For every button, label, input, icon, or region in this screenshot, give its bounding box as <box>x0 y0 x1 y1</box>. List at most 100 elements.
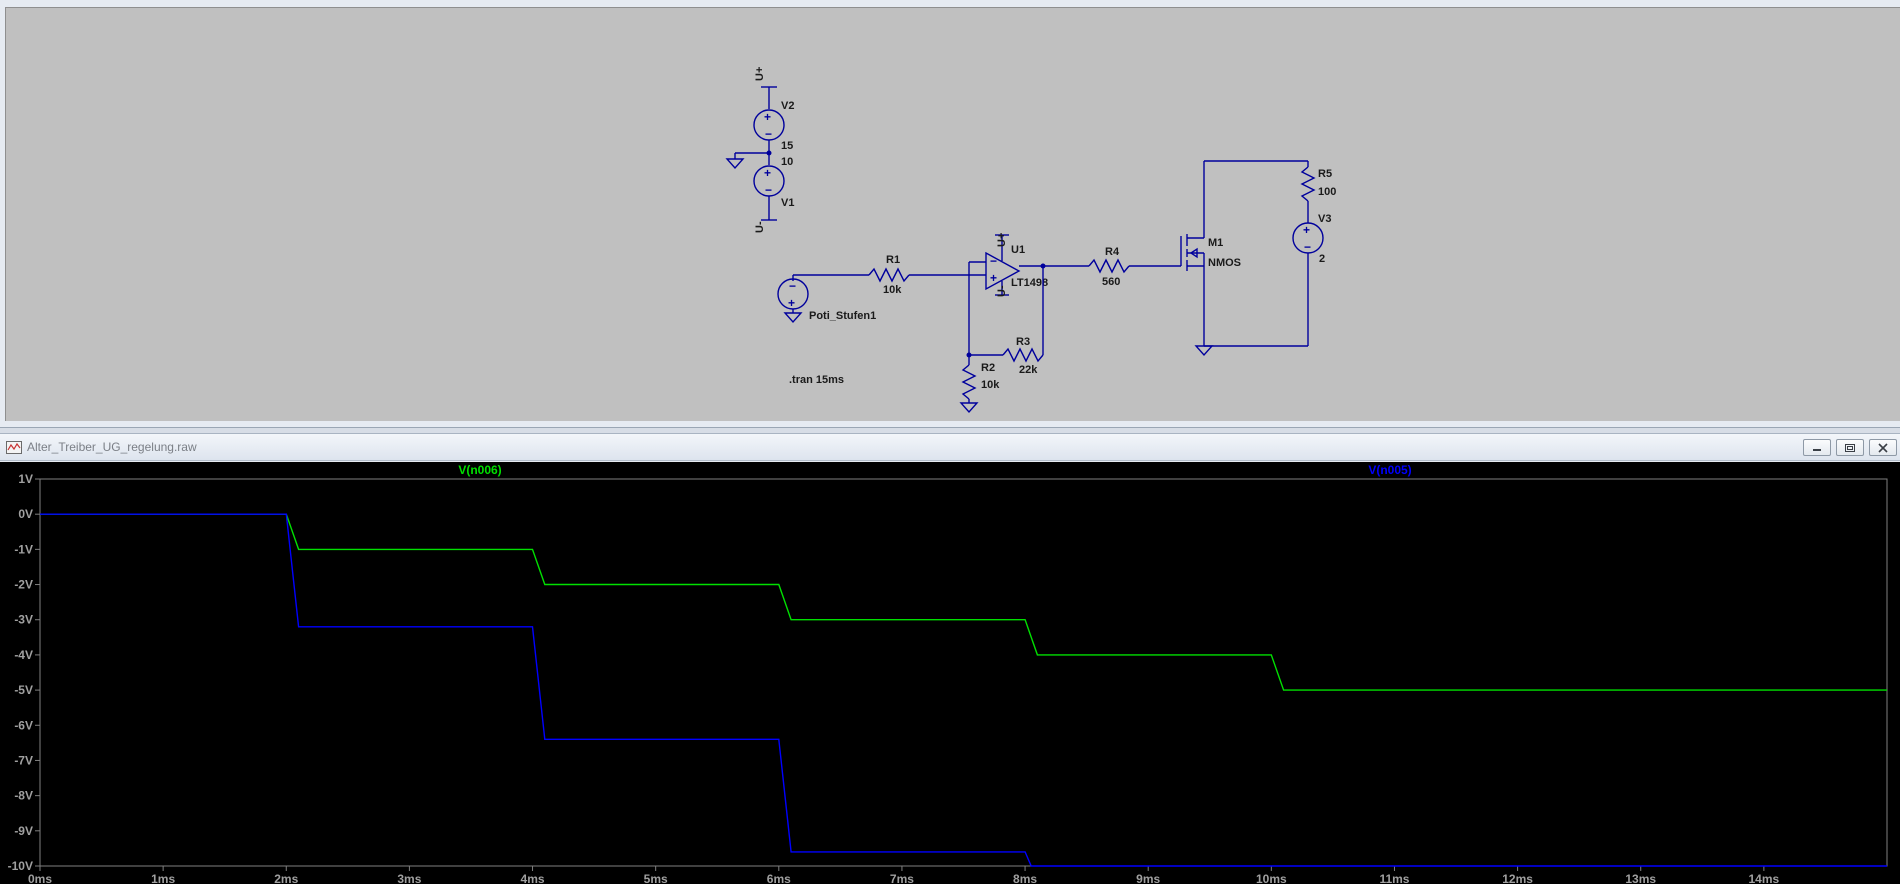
x-tick-label-11: 11ms <box>1379 872 1409 884</box>
r3-value: 22k <box>1019 364 1038 376</box>
series-line-vn006[interactable] <box>40 513 1887 691</box>
svg-text:+: + <box>1303 223 1310 237</box>
r1-value: 10k <box>883 284 902 296</box>
x-tick-label-1: 1ms <box>151 872 175 884</box>
waveform-titlebar[interactable]: Alter_Treiber_UG_regelung.raw <box>0 434 1900 461</box>
y-tick-label-9: -8V <box>14 789 33 803</box>
r1-name: R1 <box>886 254 900 266</box>
x-tick-label-4: 4ms <box>521 872 545 884</box>
y-tick-label-3: -2V <box>14 578 33 592</box>
r5-resistor[interactable] <box>1300 161 1316 223</box>
x-tick-label-6: 6ms <box>767 872 791 884</box>
x-tick-label-8: 8ms <box>1013 872 1037 884</box>
v1-value: 10 <box>781 156 793 168</box>
close-button[interactable] <box>1869 439 1897 456</box>
r2-resistor[interactable] <box>959 355 979 414</box>
y-tick-label-5: -4V <box>14 648 33 662</box>
plot-frame <box>39 478 1888 867</box>
y-tick-label-8: -7V <box>14 753 33 767</box>
svg-text:−: − <box>765 127 772 141</box>
r4-value: 560 <box>1102 276 1120 288</box>
u1-top-net-label: U+ <box>996 233 1008 247</box>
x-tick-label-13: 13ms <box>1625 872 1656 884</box>
r5-name: R5 <box>1318 168 1332 180</box>
svg-text:−: − <box>1304 240 1311 254</box>
ground-symbol-mosfet <box>1194 345 1214 357</box>
series-group <box>40 513 1887 867</box>
v1-bottom-net-label: U- <box>754 221 766 233</box>
u1-bottom-net-label: U- <box>996 285 1008 297</box>
svg-text:+: + <box>990 271 997 285</box>
r5-value: 100 <box>1318 186 1336 198</box>
schematic-canvas[interactable]: + − U+ V2 15 + − <box>5 7 1900 421</box>
v2-value: 15 <box>781 140 793 152</box>
y-tick-label-1: 0V <box>18 507 33 521</box>
restore-icon <box>1845 443 1855 452</box>
restore-button[interactable] <box>1836 439 1864 456</box>
x-tick-label-0: 0ms <box>28 872 52 884</box>
svg-text:+: + <box>788 296 795 310</box>
v2-top-net-label: U+ <box>754 67 766 81</box>
schematic-titlebar <box>0 0 1900 6</box>
y-tick-label-4: -3V <box>14 613 33 627</box>
y-tick-label-0: 1V <box>18 472 33 486</box>
waveform-window-title: Alter_Treiber_UG_regelung.raw <box>27 440 197 454</box>
v3-name: V3 <box>1318 213 1331 225</box>
trace-label-vn005[interactable]: V(n005) <box>1368 463 1411 477</box>
v3-value: 2 <box>1319 253 1325 265</box>
x-axis: 0ms 1ms 2ms 3ms 4ms 5ms 6ms 7ms 8ms 9ms 10ms 11ms 12… <box>28 866 1780 884</box>
tran-directive[interactable]: .tran 15ms <box>789 374 844 386</box>
r3-name: R3 <box>1016 336 1030 348</box>
svg-text:−: − <box>765 183 772 197</box>
u1-name: U1 <box>1011 244 1025 256</box>
waveform-window: Alter_Treiber_UG_regelung.raw 1V 0V -1V -2V… <box>0 433 1900 884</box>
y-tick-label-2: -1V <box>14 542 33 556</box>
x-tick-label-10: 10ms <box>1256 872 1287 884</box>
schematic-drawing: + − U+ V2 15 + − <box>725 67 1336 414</box>
y-tick-label-11: -10V <box>8 859 33 873</box>
x-tick-label-5: 5ms <box>644 872 668 884</box>
v2-source[interactable]: + − <box>753 86 785 153</box>
close-icon <box>1878 442 1888 453</box>
r2-value: 10k <box>981 379 1000 391</box>
waveform-app-icon <box>6 441 22 454</box>
v3-source[interactable]: + − <box>1292 222 1324 346</box>
svg-text:+: + <box>764 166 771 180</box>
poti-source[interactable]: − + <box>777 275 809 324</box>
x-tick-label-9: 9ms <box>1136 872 1160 884</box>
trace-legend: V(n006) V(n005) <box>458 463 1411 477</box>
x-tick-label-7: 7ms <box>890 872 914 884</box>
y-tick-label-7: -6V <box>14 718 33 732</box>
trace-label-vn006[interactable]: V(n006) <box>458 463 501 477</box>
x-tick-label-14: 14ms <box>1749 872 1780 884</box>
u1-value: LT1498 <box>1011 277 1048 289</box>
y-tick-label-6: -5V <box>14 683 33 697</box>
x-tick-label-12: 12ms <box>1502 872 1533 884</box>
u1-opamp[interactable]: − + <box>985 234 1021 296</box>
r1-resistor[interactable] <box>868 267 910 283</box>
poti-name: Poti_Stufen1 <box>809 310 876 322</box>
m1-value: NMOS <box>1208 257 1241 269</box>
x-tick-label-3: 3ms <box>397 872 421 884</box>
minimize-button[interactable] <box>1803 439 1831 456</box>
r4-name: R4 <box>1105 246 1120 258</box>
r3-resistor[interactable] <box>1002 347 1044 363</box>
svg-text:−: − <box>789 279 796 293</box>
schematic-window: + − U+ V2 15 + − <box>0 0 1900 428</box>
svg-text:−: − <box>990 254 997 268</box>
v2-name: V2 <box>781 100 794 112</box>
r2-name: R2 <box>981 362 995 374</box>
v1-name: V1 <box>781 197 794 209</box>
y-tick-label-10: -9V <box>14 824 33 838</box>
series-line-vn005[interactable] <box>40 513 1887 867</box>
svg-text:+: + <box>764 110 771 124</box>
r4-resistor[interactable] <box>1088 258 1130 274</box>
v1-source[interactable]: + − <box>753 153 785 221</box>
y-axis: 1V 0V -1V -2V -3V -4V -5V -6V -7V -8V -9V -10V <box>8 472 40 873</box>
x-tick-label-2: 2ms <box>274 872 298 884</box>
m1-name: M1 <box>1208 237 1223 249</box>
m1-nmos[interactable] <box>1180 161 1205 346</box>
minimize-icon <box>1813 448 1821 451</box>
